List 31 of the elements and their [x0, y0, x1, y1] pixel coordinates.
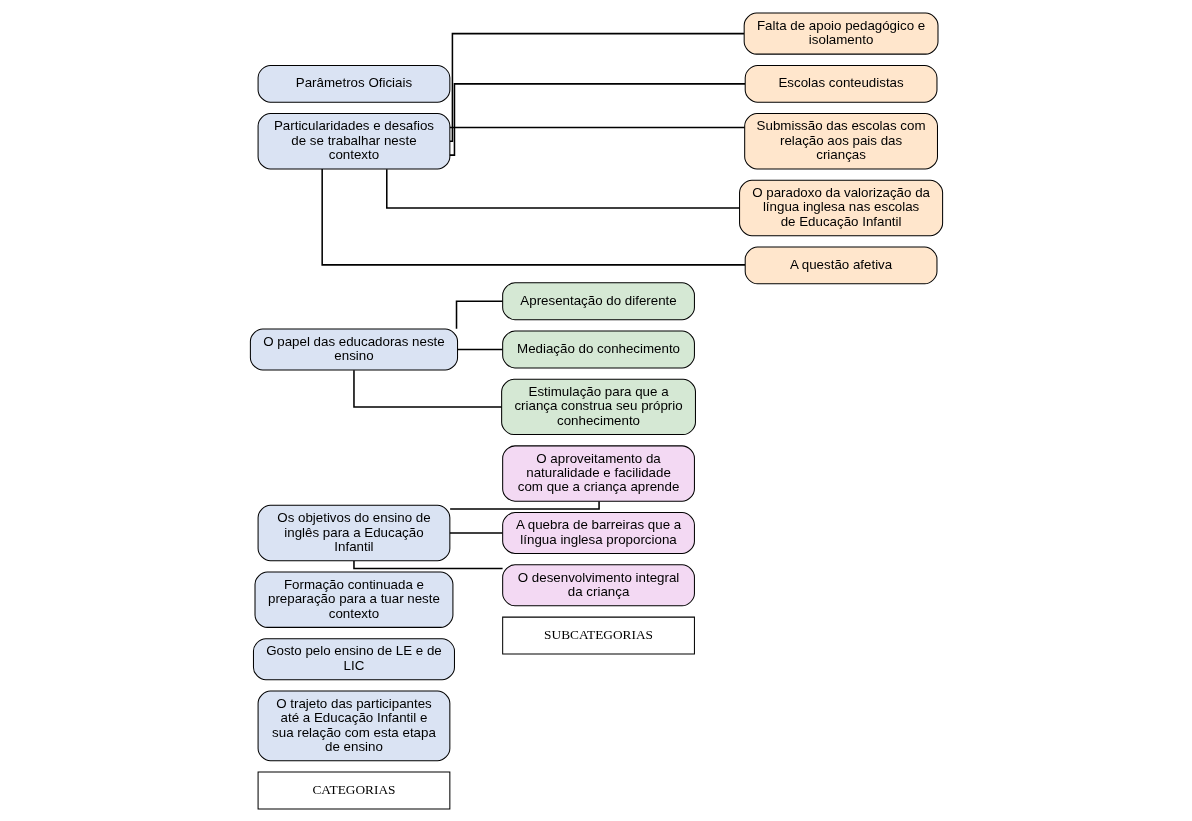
connector	[448, 500, 600, 510]
connector	[455, 300, 503, 329]
node-box: O papel das educadoras neste ensino	[249, 327, 458, 370]
node-box: Os objetivos do ensino de inglês para a Educação Infantil	[257, 504, 450, 561]
node-box: Particularidades e desafios de se trabalhar neste contexto	[257, 112, 450, 169]
node-box: O aproveitamento da naturalidade e facilidade com que a criança aprende	[501, 444, 695, 502]
node-box: Apresentação do diferente	[501, 281, 695, 320]
node-box: Estimulação para que a criança construa seu próprio conhecimento	[500, 378, 696, 435]
connector	[448, 32, 745, 142]
connector	[320, 167, 746, 266]
connector	[448, 531, 503, 534]
connector	[352, 368, 502, 408]
node-box: Formação continuada e preparação para a tuar neste contexto	[254, 571, 453, 628]
connector	[456, 348, 503, 350]
node-box: Mediação do conhecimento	[501, 330, 695, 368]
node-box: O trajeto das participantes até a Educação Infantil e sua relação com esta etapa de ensino	[257, 689, 450, 761]
node-box: Falta de apoio pedagógico e isolamento	[743, 12, 938, 55]
node-box: A questão afetiva	[744, 245, 937, 284]
node-box: Parâmetros Oficiais	[257, 64, 450, 103]
node-box: Escolas conteudistas	[744, 64, 937, 103]
node-box: O paradoxo da valorização da língua inglesa nas escolas de Educação Infantil	[738, 179, 943, 236]
node-box: Gosto pelo ensino de LE e de LIC	[252, 637, 455, 680]
connector	[448, 126, 745, 128]
node-box: O desenvolvimento integral da criança	[501, 563, 695, 606]
node-box: CATEGORIAS	[257, 770, 450, 809]
connector	[385, 167, 740, 209]
node-box: Submissão das escolas com relação aos pais das crianças	[743, 112, 938, 169]
node-box: SUBCATEGORIAS	[501, 616, 695, 655]
node-box: A quebra de barreiras que a língua inglesa proporciona	[501, 511, 695, 554]
connector	[352, 559, 503, 569]
connector	[448, 82, 746, 156]
